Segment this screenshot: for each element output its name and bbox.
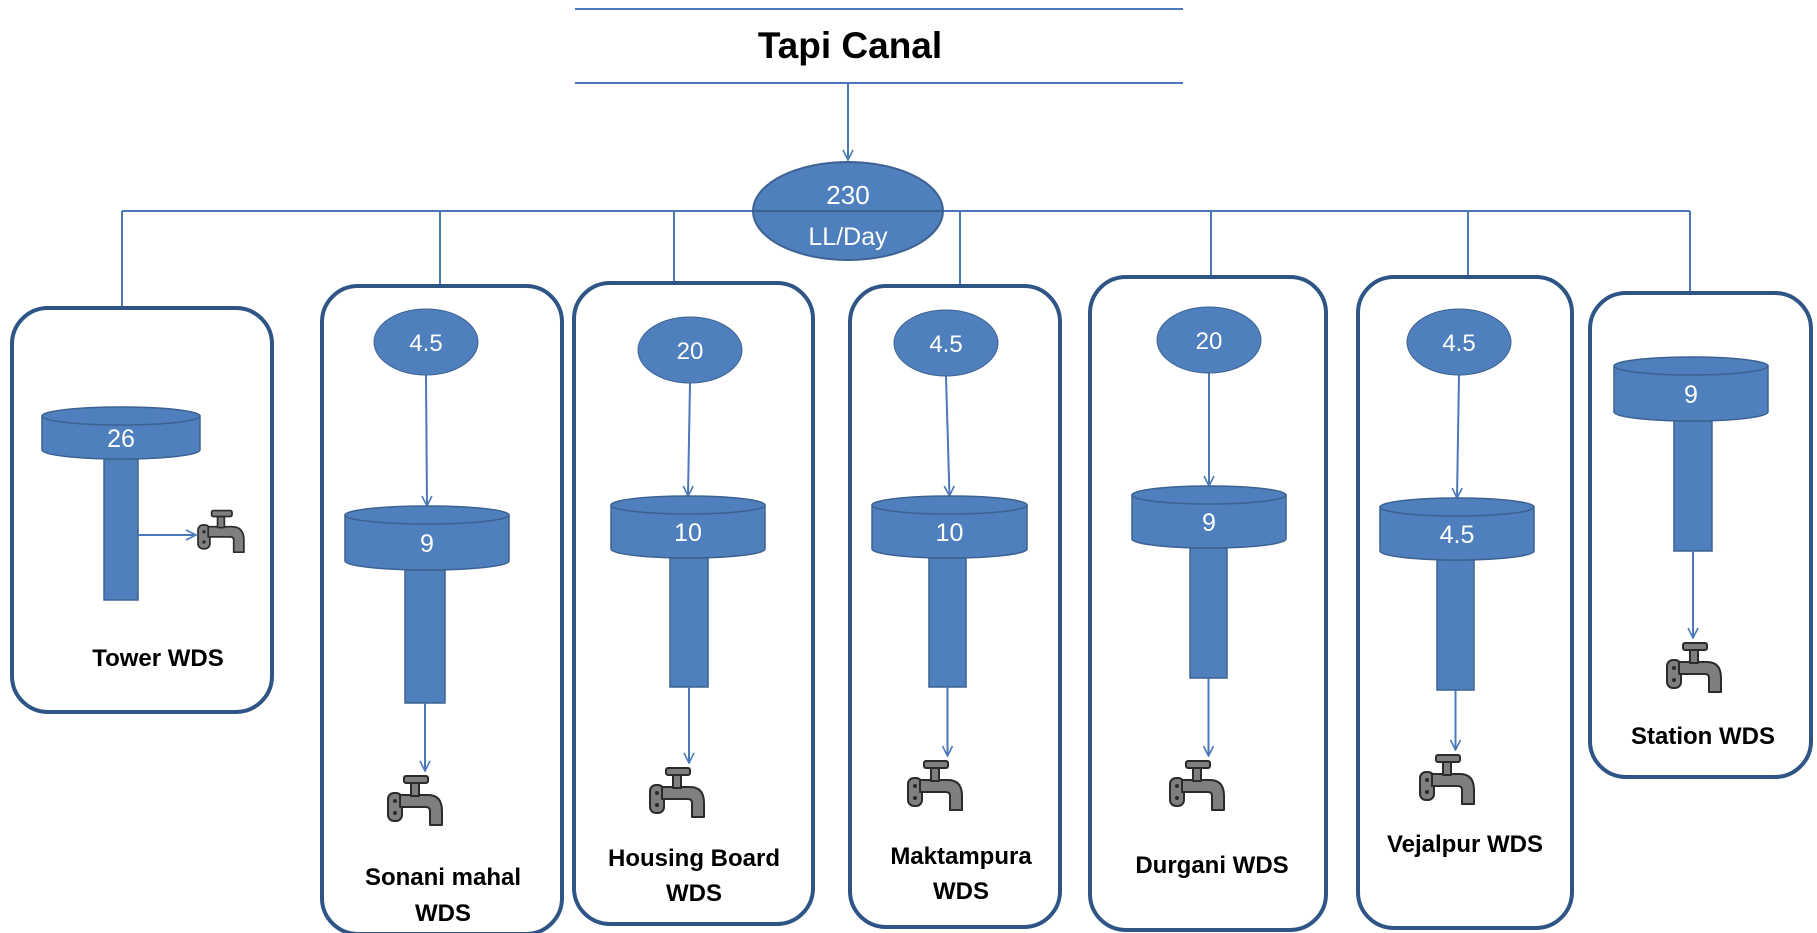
water-tap-icon (1169, 760, 1225, 811)
supply-arrow (426, 374, 427, 506)
source-value: 230 (826, 180, 869, 210)
station-name: Vejalpur WDS (1387, 831, 1543, 858)
station-name: WDS (933, 878, 989, 905)
tank-body (1613, 365, 1769, 422)
tank-top (41, 406, 201, 426)
tank-top (344, 505, 510, 525)
source-unit: LL/Day (808, 223, 888, 251)
water-tap-icon (387, 775, 443, 826)
tower-column (103, 458, 139, 601)
tower-column (669, 557, 709, 688)
station-name: Maktampura (890, 843, 1032, 870)
tank-top (610, 495, 766, 515)
supply-oval (637, 316, 743, 384)
tank-capacity: 10 (674, 519, 702, 547)
source-node: 230 LL/Day (752, 161, 944, 261)
tower-column (404, 569, 446, 704)
supply-oval (1406, 308, 1512, 376)
station-name: Durgani WDS (1135, 852, 1288, 879)
supply-arrow (688, 382, 690, 496)
station-name: Housing Board (608, 845, 780, 872)
station-name: Station WDS (1631, 723, 1775, 750)
supply-oval (373, 308, 479, 376)
water-tap-icon (1419, 754, 1475, 805)
water-tap-icon (907, 760, 963, 811)
tank-capacity: 9 (1202, 509, 1216, 537)
supply-value: 4.5 (409, 330, 442, 357)
tank-capacity: 9 (1684, 381, 1698, 409)
tank-capacity: 9 (420, 530, 434, 558)
tank-body (1379, 506, 1535, 561)
station-name: Sonani mahal (365, 864, 521, 891)
tank-body (41, 415, 201, 460)
supply-value: 4.5 (1442, 330, 1475, 357)
tank-capacity: 4.5 (1440, 521, 1475, 549)
tank-top (1131, 485, 1287, 505)
tower-column (928, 557, 967, 688)
station-name: Tower WDS (92, 645, 224, 672)
supply-value: 4.5 (929, 331, 962, 358)
supply-arrow (946, 375, 950, 496)
tank-body (344, 514, 510, 571)
tank-top (871, 495, 1028, 515)
tower-column (1189, 547, 1228, 679)
tank-top (1613, 356, 1769, 376)
tank-body (610, 504, 766, 559)
title-block: Tapi Canal (575, 8, 1183, 84)
water-tap-icon (649, 767, 705, 818)
supply-arrow (1457, 374, 1459, 498)
tower-column (1673, 420, 1713, 552)
tower-column (1436, 559, 1475, 691)
tank-body (871, 504, 1028, 559)
water-tap-icon (1666, 642, 1722, 693)
tank-body (1131, 494, 1287, 549)
supply-value: 20 (677, 338, 704, 365)
supply-oval (1156, 306, 1262, 374)
supply-value: 20 (1196, 328, 1223, 355)
page-title: Tapi Canal (758, 25, 942, 66)
tank-capacity: 26 (107, 425, 135, 453)
water-tap-icon (197, 509, 245, 554)
station-name: WDS (415, 900, 471, 927)
supply-oval (893, 309, 999, 377)
tank-capacity: 10 (936, 519, 964, 547)
tank-top (1379, 497, 1535, 517)
station-name: WDS (666, 880, 722, 907)
